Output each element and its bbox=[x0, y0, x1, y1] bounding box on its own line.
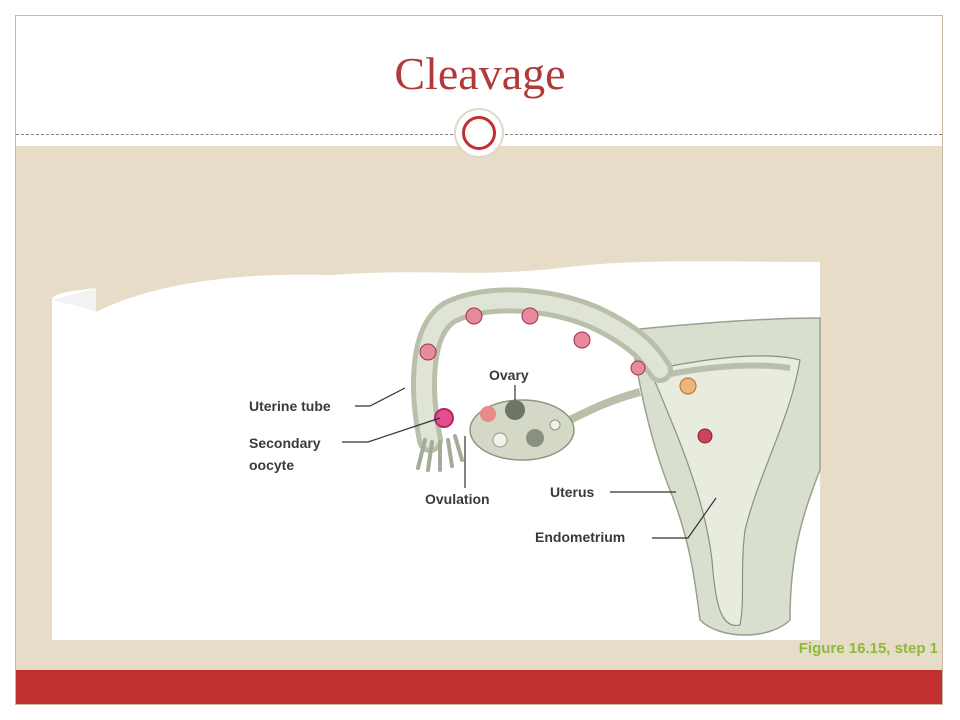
label-endometrium: Endometrium bbox=[535, 529, 625, 545]
secondary-oocyte bbox=[434, 408, 454, 428]
ovary-follicle-2 bbox=[526, 429, 544, 447]
footer-bar bbox=[16, 670, 942, 704]
blastocyst bbox=[679, 377, 697, 395]
ovarian-ligament bbox=[568, 388, 642, 424]
leader-secondary-oocyte bbox=[342, 417, 441, 443]
divider-ring-ornament bbox=[454, 108, 504, 158]
divider-ring-inner bbox=[462, 116, 496, 150]
embryo-3 bbox=[521, 307, 539, 325]
slide-frame bbox=[15, 15, 943, 705]
embryo-4 bbox=[573, 331, 591, 349]
ruptured-follicle bbox=[480, 406, 496, 422]
figure-caption: Figure 16.15, step 1 bbox=[798, 640, 938, 657]
embryo-2 bbox=[465, 307, 483, 325]
ovary-follicle-3 bbox=[492, 432, 508, 448]
label-uterine-tube: Uterine tube bbox=[249, 398, 331, 414]
label-ovary: Ovary bbox=[489, 367, 529, 383]
embryo-5 bbox=[630, 360, 646, 376]
paper-curl bbox=[52, 288, 96, 312]
endometrium-lining bbox=[664, 362, 791, 378]
implanting-embryo bbox=[697, 428, 713, 444]
leader-endometrium bbox=[652, 497, 717, 539]
fimbriae bbox=[416, 434, 464, 472]
label-secondary-oocyte-line2: oocyte bbox=[249, 457, 294, 473]
ovary-follicle-1 bbox=[505, 400, 525, 420]
label-ovulation: Ovulation bbox=[425, 491, 490, 507]
label-secondary-oocyte-line1: Secondary bbox=[249, 435, 321, 451]
leader-uterine-tube bbox=[355, 387, 406, 407]
slide-title: Cleavage bbox=[394, 48, 566, 99]
uterine-tube-lumen bbox=[416, 292, 668, 448]
embryo-1 bbox=[419, 343, 437, 361]
label-uterus: Uterus bbox=[550, 484, 595, 500]
ovary-follicle-4 bbox=[549, 419, 561, 431]
uterine-cavity bbox=[649, 355, 801, 627]
